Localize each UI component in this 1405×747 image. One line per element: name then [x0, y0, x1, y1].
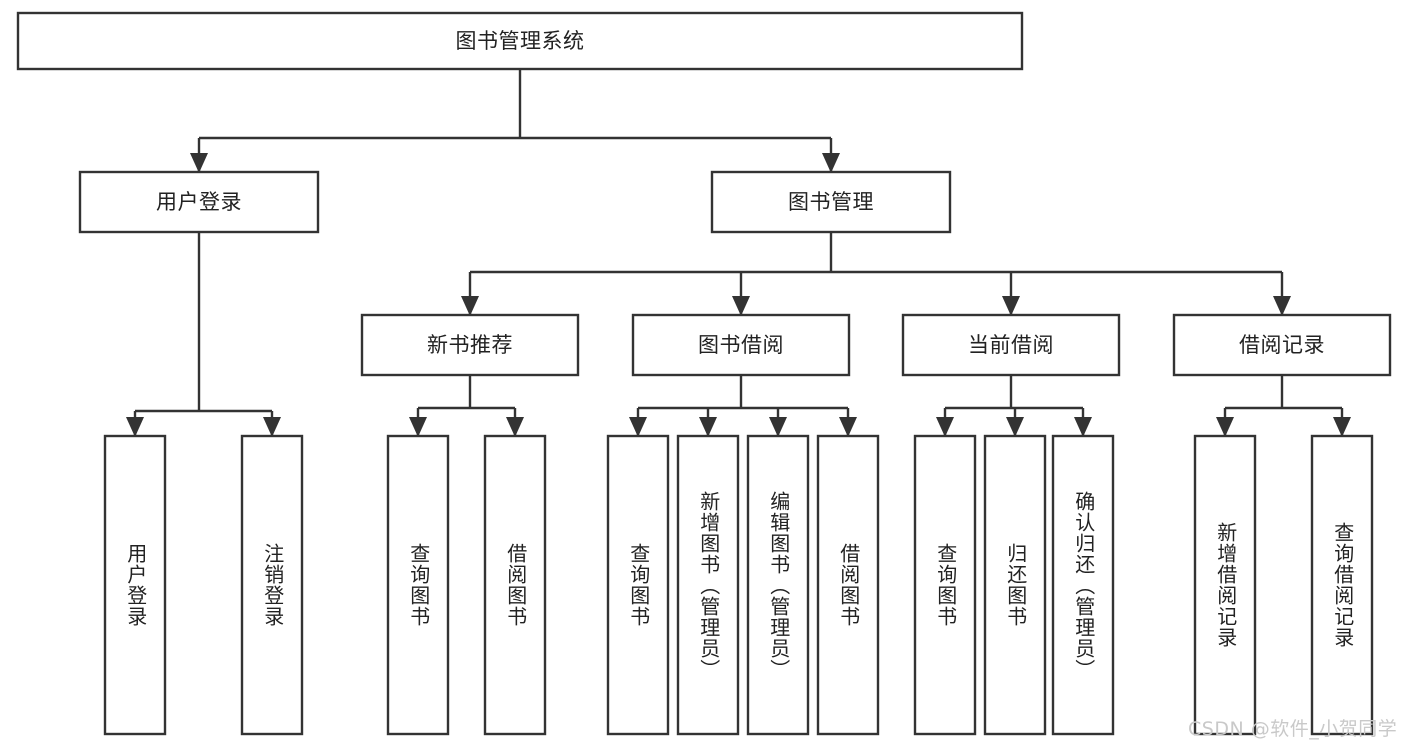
arrow-head: [839, 417, 857, 437]
node-box-book-manage: [710, 170, 952, 234]
node-box-leaf-edit-book: [746, 434, 810, 736]
node-box-user-login: [78, 170, 320, 234]
node-box-book-borrow: [631, 313, 851, 377]
arrow-head: [629, 417, 647, 437]
arrow-head: [190, 153, 208, 173]
node-box-leaf-add-record: [1193, 434, 1257, 736]
arrow-head: [732, 296, 750, 316]
node-box-leaf-logout: [240, 434, 304, 736]
arrow-head: [1002, 296, 1020, 316]
arrow-head: [1216, 417, 1234, 437]
arrow-head: [1273, 296, 1291, 316]
node-box-leaf-borrow-book-1: [483, 434, 547, 736]
connectors-layer: [126, 69, 1351, 437]
node-box-leaf-confirm-return: [1051, 434, 1115, 736]
arrow-head: [409, 417, 427, 437]
node-box-leaf-query-book-2: [606, 434, 670, 736]
node-box-leaf-add-book: [676, 434, 740, 736]
arrow-head: [1074, 417, 1092, 437]
arrow-head: [936, 417, 954, 437]
node-box-leaf-user-login: [103, 434, 167, 736]
node-box-current-borrow: [901, 313, 1121, 377]
arrow-head: [1006, 417, 1024, 437]
node-box-leaf-query-book-1: [386, 434, 450, 736]
arrow-head: [1333, 417, 1351, 437]
arrow-head: [263, 417, 281, 437]
node-box-leaf-return-book: [983, 434, 1047, 736]
boxes-layer: [16, 11, 1392, 736]
node-box-leaf-query-record: [1310, 434, 1374, 736]
node-box-borrow-record: [1172, 313, 1392, 377]
node-box-new-book-rec: [360, 313, 580, 377]
arrow-head: [769, 417, 787, 437]
node-box-leaf-query-book-3: [913, 434, 977, 736]
arrow-head: [506, 417, 524, 437]
node-box-root: [16, 11, 1024, 71]
arrow-head: [461, 296, 479, 316]
node-box-leaf-borrow-book-2: [816, 434, 880, 736]
arrow-head: [822, 153, 840, 173]
arrow-head: [699, 417, 717, 437]
arrow-head: [126, 417, 144, 437]
